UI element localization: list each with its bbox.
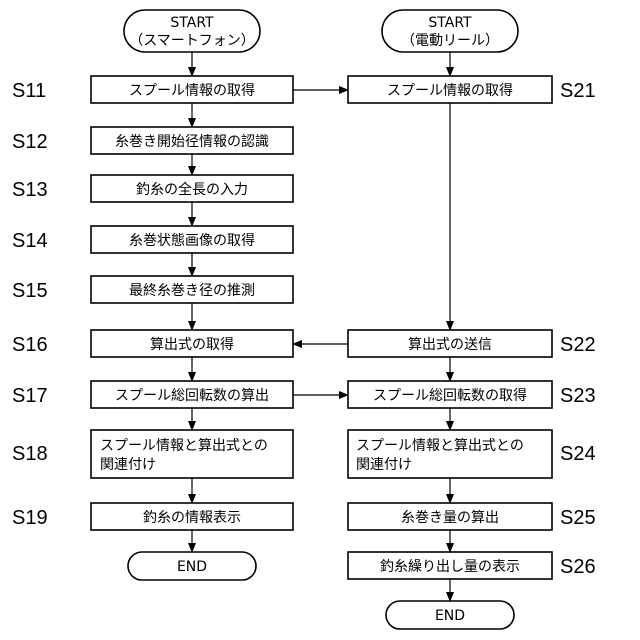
step-s23-text: スプール総回転数の取得 [373,387,527,404]
start-device-label: （電動リール） [401,33,499,49]
step-s25-text: 糸巻き量の算出 [401,510,499,526]
step-s23: スプール総回転数の取得 S23 [348,381,596,408]
start-label: START [170,15,214,31]
step-s11-id: S11 [12,80,46,102]
step-s24-text-line1: スプール情報と算出式との [356,438,524,454]
step-s17: スプール総回転数の算出 S17 [12,381,293,408]
step-s15-id: S15 [12,280,48,302]
step-s14: 糸巻状態画像の取得 S14 [12,226,293,253]
step-s15-text: 最終糸巻き径の推測 [129,283,255,299]
step-s26-id: S26 [560,556,596,578]
step-s24-id: S24 [560,443,596,465]
step-s17-text: スプール総回転数の算出 [115,388,269,404]
step-s25-id: S25 [560,507,596,529]
start-terminal-smartphone: START （スマートフォン） [124,10,260,52]
step-s21: スプール情報の取得 S21 [348,76,596,103]
step-s14-id: S14 [12,230,48,252]
step-s26: 釣糸繰り出し量の表示 S26 [348,552,596,579]
step-s11-text: スプール情報の取得 [129,82,255,99]
end-terminal-reel: END [386,601,514,629]
step-s16-id: S16 [12,334,48,356]
cross-arrows [293,90,348,395]
step-s26-text: 釣糸繰り出し量の表示 [380,559,520,575]
step-s24-text-line2: 関連付け [356,457,412,473]
step-s11: スプール情報の取得 S11 [12,76,293,103]
step-s22: 算出式の送信 S22 [348,330,596,357]
step-s13: 釣糸の全長の入力 S13 [12,175,293,202]
step-s18-id: S18 [12,443,48,465]
end-label: END [177,559,207,575]
step-s16: 算出式の取得 S16 [12,330,293,357]
step-s15: 最終糸巻き径の推測 S15 [12,276,293,303]
step-s21-text: スプール情報の取得 [387,82,513,99]
end-label: END [435,608,465,624]
step-s16-text: 算出式の取得 [150,336,234,353]
step-s13-text: 釣糸の全長の入力 [136,181,248,198]
start-device-label: （スマートフォン） [129,33,255,49]
step-s19: 釣糸の情報表示 S19 [12,503,293,530]
step-s21-id: S21 [560,80,596,102]
end-terminal-smartphone: END [128,552,256,580]
step-s19-text: 釣糸の情報表示 [143,510,241,526]
step-s25: 糸巻き量の算出 S25 [348,503,596,530]
step-s22-text: 算出式の送信 [408,337,492,353]
step-s18-text-line2: 関連付け [100,457,156,473]
step-s12: 糸巻き開始径情報の認識 S12 [12,127,293,154]
start-terminal-reel: START （電動リール） [382,10,518,52]
step-s17-id: S17 [12,385,48,407]
step-s24: スプール情報と算出式との 関連付け S24 [348,430,596,478]
step-s22-id: S22 [560,334,596,356]
step-s18-text-line1: スプール情報と算出式との [100,438,268,454]
step-s14-text: 糸巻状態画像の取得 [129,232,255,249]
step-s19-id: S19 [12,507,48,529]
step-s13-id: S13 [12,179,48,201]
step-s12-id: S12 [12,131,48,153]
step-s12-text: 糸巻き開始径情報の認識 [115,134,269,150]
step-s23-id: S23 [560,385,596,407]
start-label: START [428,15,472,31]
step-s18: スプール情報と算出式との 関連付け S18 [12,430,293,478]
